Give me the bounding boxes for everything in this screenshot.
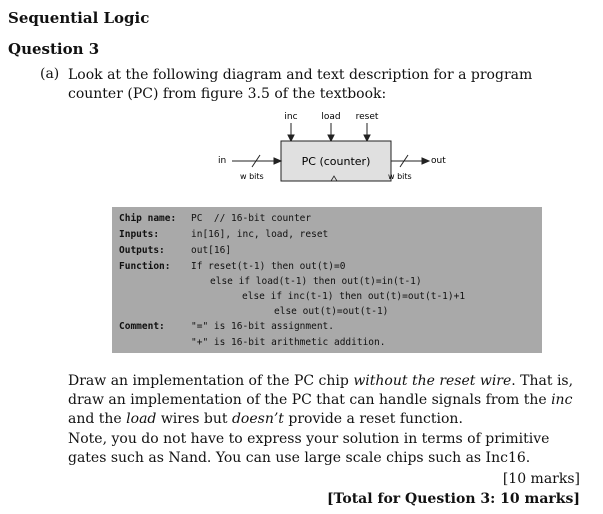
function-key: Function: bbox=[119, 261, 171, 272]
function-line: If reset(t-1) then out(t)=0 bbox=[191, 261, 346, 272]
intro-text: Look at the following diagram and text d… bbox=[68, 67, 533, 102]
instruction-paragraph: Draw an implementation of the PC chip wi… bbox=[68, 373, 574, 427]
question-title: Question 3 bbox=[8, 40, 100, 58]
function-line: else if load(t-1) then out(t)=in(t-1) bbox=[210, 276, 422, 287]
reset-label: reset bbox=[356, 112, 379, 122]
outputs-key: Outputs: bbox=[119, 245, 165, 256]
load-label: load bbox=[321, 112, 340, 122]
function-line: else out(t)=out(t-1) bbox=[274, 306, 389, 317]
chip-name-value: PC // 16-bit counter bbox=[191, 213, 312, 224]
in-width-label: w bits bbox=[240, 172, 264, 181]
chip-name-key: Chip name: bbox=[119, 213, 177, 224]
comment-line: "=" is 16-bit assignment. bbox=[191, 321, 334, 332]
marks-label: [10 marks] bbox=[502, 471, 580, 487]
pc-diagram: inc load reset PC (counter) in out w bit… bbox=[218, 112, 446, 182]
out-label: out bbox=[431, 156, 446, 166]
section-title: Sequential Logic bbox=[8, 9, 150, 27]
inputs-key: Inputs: bbox=[119, 229, 160, 240]
note-paragraph: Note, you do not have to express your so… bbox=[68, 431, 550, 466]
outputs-value: out[16] bbox=[191, 245, 232, 256]
pc-chip-box bbox=[280, 140, 392, 182]
part-label: (a) bbox=[40, 66, 60, 82]
in-label: in bbox=[218, 156, 226, 166]
chip-spec-box: Chip name: PC // 16-bit counter Inputs: … bbox=[112, 207, 542, 353]
out-width-label: w bits bbox=[388, 172, 412, 181]
inputs-value: in[16], inc, load, reset bbox=[191, 229, 329, 240]
pc-chip-label: PC (counter) bbox=[302, 155, 371, 168]
total-marks-label: [Total for Question 3: 10 marks] bbox=[326, 491, 580, 507]
function-line: else if inc(t-1) then out(t)=out(t-1)+1 bbox=[242, 291, 466, 302]
inc-label: inc bbox=[284, 112, 297, 122]
comment-line: "+" is 16-bit arithmetic addition. bbox=[191, 337, 386, 348]
comment-key: Comment: bbox=[119, 321, 165, 332]
